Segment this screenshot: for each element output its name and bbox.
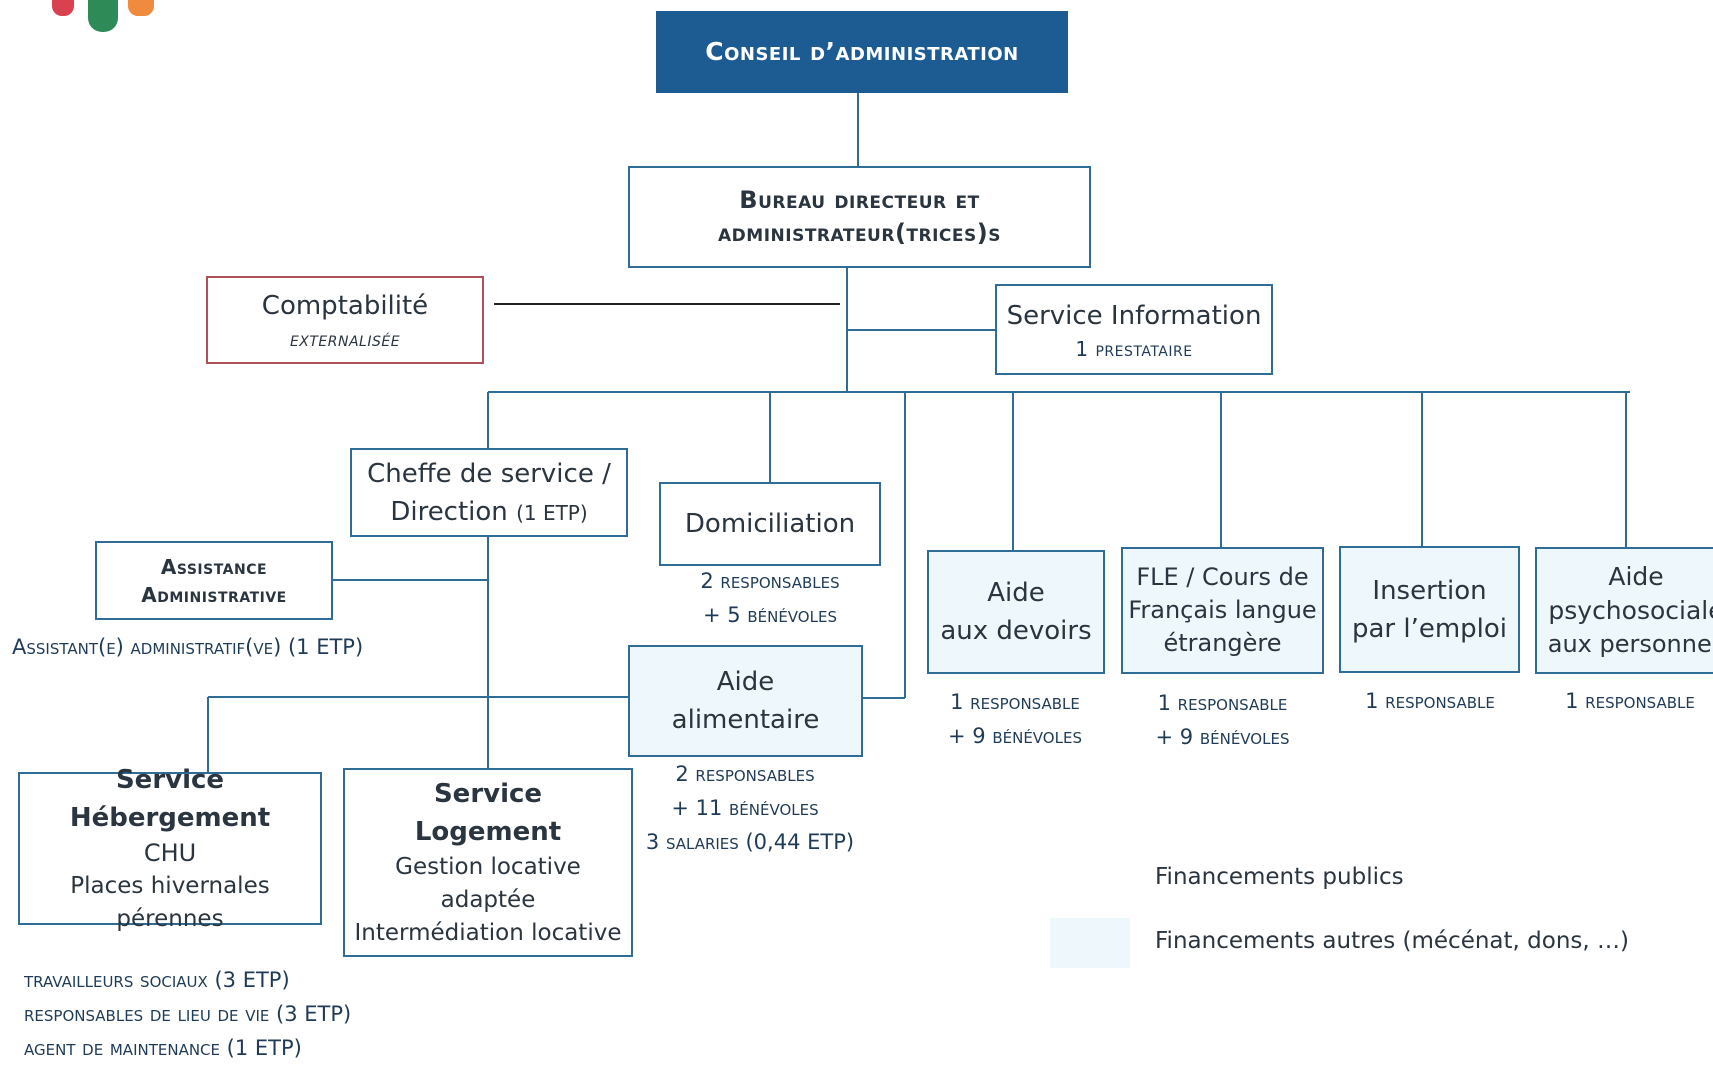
bureau-line-2: administrateur(trices)s xyxy=(718,219,1001,247)
domiciliation-title: Domiciliation xyxy=(684,509,856,539)
service-logement-box: Service Logement Gestion locative adapté… xyxy=(343,768,633,957)
insertion-line-1: Insertion xyxy=(1372,575,1487,606)
aide-devoirs-box: Aide aux devoirs xyxy=(927,550,1105,674)
legend-swatch-autres xyxy=(1050,918,1130,968)
assistance-administrative-box: Assistance Administrative xyxy=(95,541,333,620)
cheffe-etp: (1 ETP) xyxy=(516,500,588,525)
aide-alimentaire-line-2: alimentaire xyxy=(671,705,820,735)
service-hebergement-box: Service Hébergement CHU Places hivernale… xyxy=(18,765,322,932)
legend-autres: Financements autres (mécénat, dons, …) xyxy=(1155,928,1629,954)
assistance-note: Assistant(e) administratif(ve) (1 ETP) xyxy=(12,635,364,659)
psycho-line-1: Aide xyxy=(1608,562,1664,591)
logement-line-3: Gestion locative adaptée xyxy=(395,854,581,913)
hebergement-note-2: responsables de lieu de vie (3 ETP) xyxy=(24,1002,352,1026)
comptabilite-title: Comptabilité xyxy=(261,291,429,321)
conseil-administration-box: Conseil d’administration xyxy=(656,11,1068,93)
aide-devoirs-line-2: aux devoirs xyxy=(940,616,1092,646)
service-information-box: Service Information 1 prestataire xyxy=(995,284,1273,375)
comptabilite-sub: externalisée xyxy=(289,327,401,351)
service-information-sub: 1 prestataire xyxy=(1075,336,1193,361)
assistance-line-1: Assistance xyxy=(160,554,268,579)
aide-alimentaire-box: Aide alimentaire xyxy=(628,645,863,757)
aide-devoirs-line-1: Aide xyxy=(987,578,1045,608)
psycho-line-2: psychosociale xyxy=(1548,596,1713,625)
fle-line-2: Français langue xyxy=(1128,596,1317,624)
aide-alimentaire-note-3: 3 salaries (0,44 ETP) xyxy=(645,830,855,854)
aide-devoirs-note-2: + 9 bénévoles xyxy=(948,724,1082,748)
fle-line-3: étrangère xyxy=(1163,629,1282,657)
fle-note-1: 1 responsable xyxy=(1157,691,1288,715)
domiciliation-note-1: 2 responsables xyxy=(700,569,840,593)
assistance-line-2: Administrative xyxy=(141,582,287,607)
hebergement-line-3: CHU xyxy=(143,839,197,867)
hebergement-note-1: travailleurs sociaux (3 ETP) xyxy=(24,968,290,992)
comptabilite-box: Comptabilité externalisée xyxy=(206,276,484,364)
cheffe-service-box: Cheffe de service / Direction (1 ETP) xyxy=(350,448,628,537)
fle-box: FLE / Cours de Français langue étrangère xyxy=(1121,547,1324,674)
aide-alimentaire-note-2: + 11 bénévoles xyxy=(671,796,819,820)
fle-note-2: + 9 bénévoles xyxy=(1155,725,1290,749)
insertion-emploi-box: Insertion par l’emploi xyxy=(1339,546,1520,673)
hebergement-line-1: Service xyxy=(115,765,225,795)
conseil-title: Conseil d’administration xyxy=(705,37,1019,66)
cheffe-line-2: Direction xyxy=(390,496,508,527)
logo-orange-shape xyxy=(128,0,154,16)
logo-red-shape xyxy=(52,0,74,16)
logement-line-1: Service xyxy=(433,779,543,809)
legend-swatch-public xyxy=(1050,855,1130,905)
bureau-line-1: Bureau directeur et xyxy=(739,186,980,214)
logement-line-2: Logement xyxy=(414,817,562,847)
hebergement-note-3: agent de maintenance (1 ETP) xyxy=(24,1036,302,1060)
aide-alimentaire-line-1: Aide xyxy=(716,667,775,697)
insertion-line-2: par l’emploi xyxy=(1351,613,1508,644)
aide-devoirs-note-1: 1 responsable xyxy=(950,690,1080,714)
insertion-note-1: 1 responsable xyxy=(1365,689,1495,713)
psycho-note-1: 1 responsable xyxy=(1565,689,1695,713)
logement-line-4: Intermédiation locative xyxy=(354,920,622,946)
fle-line-1: FLE / Cours de xyxy=(1136,563,1309,591)
bureau-directeur-box: Bureau directeur et administrateur(trice… xyxy=(628,166,1091,268)
aide-alimentaire-note-1: 2 responsables xyxy=(675,762,815,786)
domiciliation-box: Domiciliation xyxy=(659,482,881,566)
legend-public: Financements publics xyxy=(1155,864,1404,890)
psycho-line-3: aux personnes xyxy=(1547,630,1713,658)
cheffe-line-1: Cheffe de service / xyxy=(367,458,611,489)
hebergement-line-2: Hébergement xyxy=(69,803,271,833)
aide-psychosociale-box: Aide psychosociale aux personnes xyxy=(1535,547,1713,674)
logo-green-shape xyxy=(88,0,118,32)
hebergement-line-4: Places hivernales pérennes xyxy=(70,873,270,932)
service-information-title: Service Information xyxy=(1006,300,1262,331)
domiciliation-note-2: + 5 bénévoles xyxy=(703,603,837,627)
